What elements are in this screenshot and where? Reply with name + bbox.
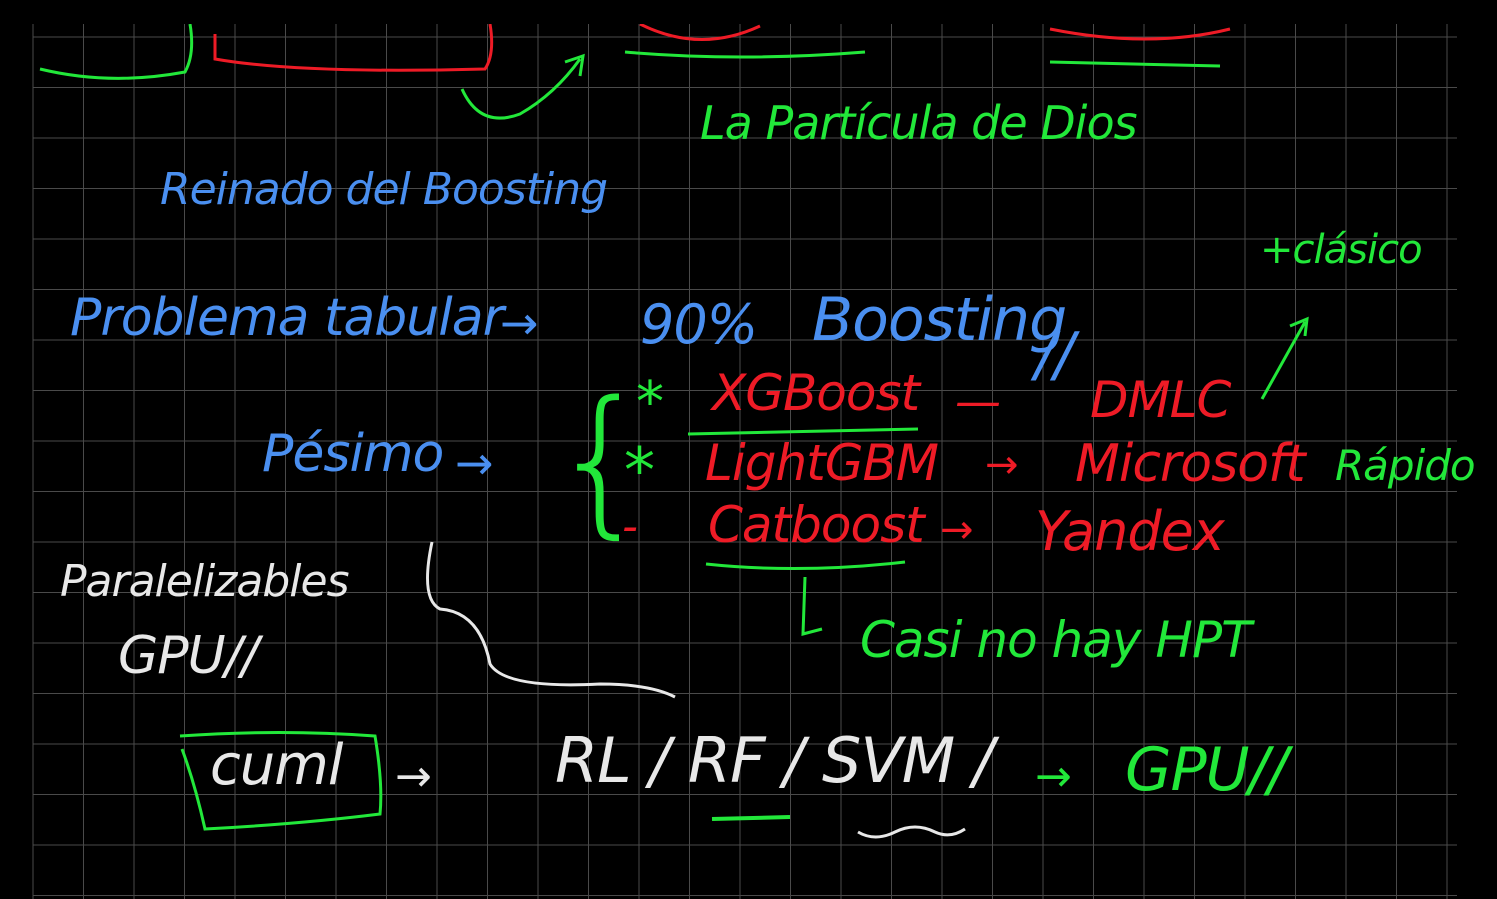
star-xgboost: * [636, 370, 664, 435]
dmlc-note: DMLC [1090, 371, 1231, 429]
rapido-note: Rápido [1335, 441, 1476, 490]
boosting-slashes: // [1035, 320, 1074, 390]
cuml-note: cuml [210, 733, 343, 798]
cuml-box [179, 731, 383, 831]
top-bar [0, 0, 1497, 24]
catboost-note: Catboost [708, 496, 925, 554]
dash-xgboost: — [955, 374, 1001, 428]
casi-hook-arrow [801, 576, 823, 636]
rf-underline [711, 815, 791, 821]
grid-lines [32, 24, 1457, 899]
xgboost-note: XGBoost [712, 364, 920, 422]
arrow-problema: → [500, 296, 539, 350]
boosting-note: Boosting [812, 285, 1067, 355]
particula-note: La Partícula de Dios [700, 96, 1138, 150]
yandex-note: Yandex [1035, 500, 1225, 563]
clasico-arrow [1260, 316, 1309, 400]
svm-wavy-underline [857, 825, 966, 839]
arrow-cuml: → [395, 751, 432, 802]
microsoft-note: Microsoft [1075, 434, 1306, 494]
gpu-left-note: GPU// [118, 626, 259, 686]
catboost-underline [705, 560, 906, 571]
top-red-box-stroke [213, 24, 494, 72]
pesimo-note: Pésimo [262, 424, 444, 484]
white-bracket-line [426, 541, 676, 699]
percent-note: 90% [640, 293, 758, 356]
casi-note: Casi no hay HPT [860, 611, 1252, 669]
top-green-box-stroke [39, 24, 194, 80]
star-lightgbm: * [624, 434, 655, 507]
paralelizables-note: Paralelizables [60, 556, 349, 607]
problema-note: Problema tabular [70, 288, 504, 348]
arrow-gpu: → [1035, 751, 1072, 802]
top-green-underline-2 [1049, 60, 1221, 68]
top-curved-arrow [460, 53, 585, 120]
top-green-underline [624, 50, 866, 59]
top-red-stroke [639, 24, 1231, 41]
rl-rf-svm-note: RL / RF / SVM / [555, 724, 994, 797]
clasico-note: +clásico [1260, 227, 1423, 273]
lightgbm-note: LightGBM [705, 434, 939, 492]
xgboost-underline [687, 427, 919, 436]
arrow-pesimo: → [455, 436, 494, 490]
dash-catboost: - [622, 501, 638, 552]
whiteboard-canvas [32, 24, 1457, 899]
brace: { [550, 366, 652, 553]
arrow-catboost: → [940, 507, 974, 553]
gpu-right-note: GPU// [1125, 735, 1288, 805]
arrow-lightgbm: → [985, 442, 1019, 488]
reinado-note: Reinado del Boosting [160, 164, 608, 215]
